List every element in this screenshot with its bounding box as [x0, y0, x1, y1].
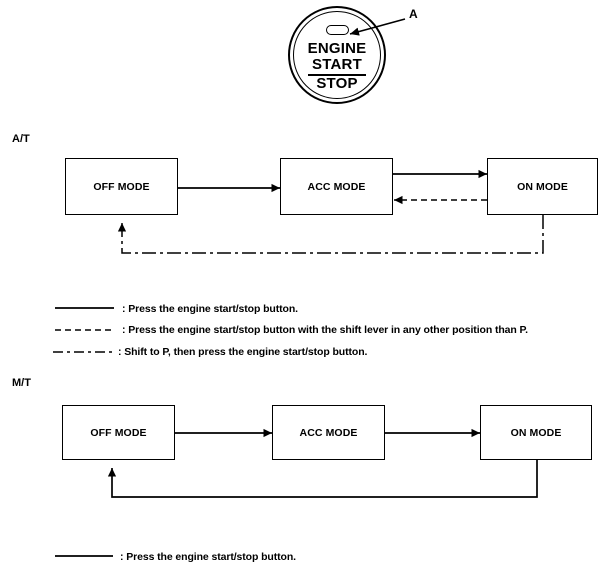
mt-box-on-mode-label: ON MODE	[510, 426, 562, 439]
indicator-lamp-icon	[326, 25, 349, 35]
mt-box-acc-mode: ACC MODE	[272, 405, 385, 460]
mt-legend-text-0: : Press the engine start/stop button.	[120, 551, 296, 563]
button-divider-rule	[308, 74, 366, 76]
section-label-mt: M/T	[12, 377, 31, 389]
mt-box-off-mode: OFF MODE	[62, 405, 175, 460]
at-box-acc-mode-label: ACC MODE	[307, 180, 366, 193]
at-box-off-mode: OFF MODE	[65, 158, 178, 215]
at-legend-text-1: : Press the engine start/stop button wit…	[122, 324, 528, 336]
mt-box-off-mode-label: OFF MODE	[90, 426, 147, 439]
mt-return-solid-on-to-off	[107, 460, 538, 498]
at-box-on-mode-label: ON MODE	[517, 180, 568, 193]
button-label-engine: ENGINE	[307, 40, 367, 57]
engine-button-illustration: ENGINE START STOP	[288, 6, 386, 104]
at-box-acc-mode: ACC MODE	[280, 158, 393, 215]
button-label-stop: STOP	[316, 75, 358, 92]
at-return-dashdot-on-to-off	[117, 215, 544, 254]
mt-box-acc-mode-label: ACC MODE	[299, 426, 358, 439]
at-box-off-mode-label: OFF MODE	[93, 180, 150, 193]
section-label-at: A/T	[12, 133, 30, 145]
at-box-on-mode: ON MODE	[487, 158, 598, 215]
callout-label-a: A	[409, 7, 418, 21]
mt-box-on-mode: ON MODE	[480, 405, 592, 460]
at-legend-text-0: : Press the engine start/stop button.	[122, 303, 298, 315]
at-legend-text-2: : Shift to P, then press the engine star…	[118, 346, 368, 358]
button-label-start: START	[312, 56, 362, 73]
